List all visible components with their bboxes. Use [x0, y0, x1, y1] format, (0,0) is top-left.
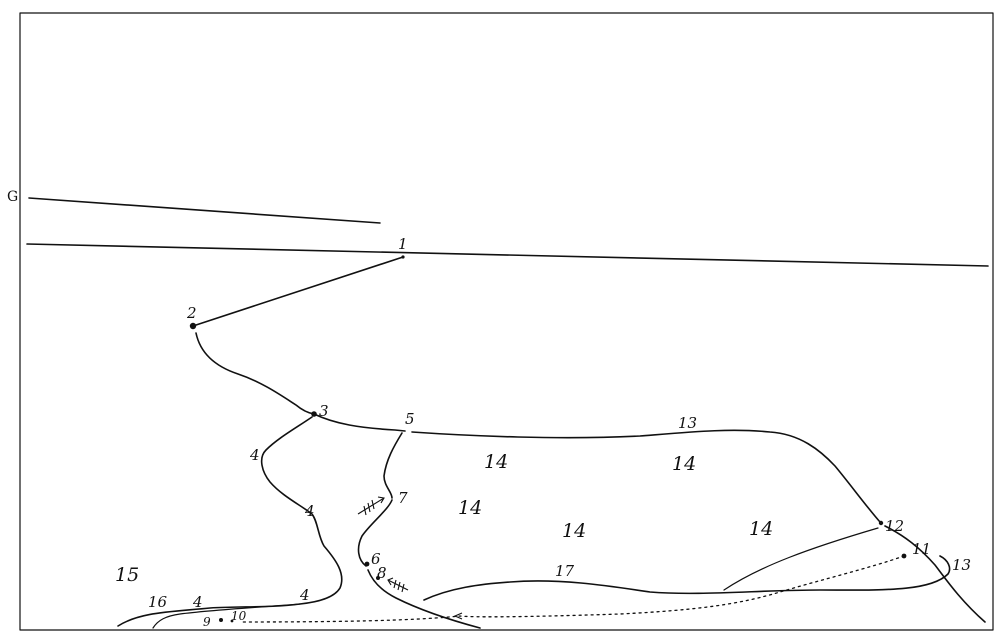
label-4-b: 4	[304, 502, 315, 520]
line-1-2	[192, 256, 404, 327]
label-7: 7	[398, 489, 408, 507]
region-16: 16	[148, 593, 168, 611]
label-9: 9	[203, 615, 211, 629]
line-12-13-right	[884, 525, 986, 623]
label-g: G	[7, 189, 18, 205]
point-1	[401, 255, 405, 259]
dotted-line-11-9	[239, 555, 905, 623]
line-6-8	[367, 569, 481, 629]
arrow-8	[387, 577, 409, 593]
point-11	[901, 553, 907, 559]
point-12	[878, 520, 884, 526]
region-14-c: 14	[458, 497, 482, 519]
line-2-3	[195, 332, 315, 415]
line-13-upper	[411, 429, 881, 523]
region-14-e: 14	[749, 518, 773, 540]
point-10	[230, 619, 234, 623]
line-12-to-17	[723, 527, 879, 591]
line-7-6	[357, 499, 393, 567]
label-3: 3	[319, 402, 329, 420]
line-g	[28, 197, 381, 224]
arrow-dotted	[453, 612, 463, 620]
line-3-4-branch	[117, 416, 343, 627]
label-12: 12	[885, 517, 904, 535]
label-13-top: 13	[678, 414, 697, 432]
point-2	[189, 322, 197, 330]
point-6	[364, 561, 370, 567]
region-15: 15	[115, 564, 139, 586]
label-6: 6	[371, 550, 381, 568]
label-8: 8	[377, 564, 387, 582]
frame-border	[19, 12, 994, 631]
horizontal-line	[26, 243, 989, 267]
arrow-7	[357, 496, 385, 516]
label-4-a: 4	[249, 446, 260, 464]
region-14-b: 14	[672, 453, 696, 475]
label-5: 5	[405, 410, 415, 428]
point-9	[219, 618, 223, 622]
label-4-c: 4	[299, 586, 310, 604]
region-14-a: 14	[484, 451, 508, 473]
label-1: 1	[398, 235, 408, 253]
line-5-7	[383, 432, 403, 499]
label-10: 10	[231, 609, 247, 623]
label-4-d: 4	[192, 593, 203, 611]
label-11: 11	[912, 540, 931, 558]
line-17	[423, 555, 951, 601]
region-14-d: 14	[562, 520, 586, 542]
label-13-right: 13	[952, 556, 971, 574]
line-3-5	[313, 413, 406, 432]
line-4-16	[152, 603, 301, 629]
point-8	[376, 576, 380, 580]
label-2: 2	[186, 304, 197, 322]
region-17: 17	[555, 562, 575, 580]
